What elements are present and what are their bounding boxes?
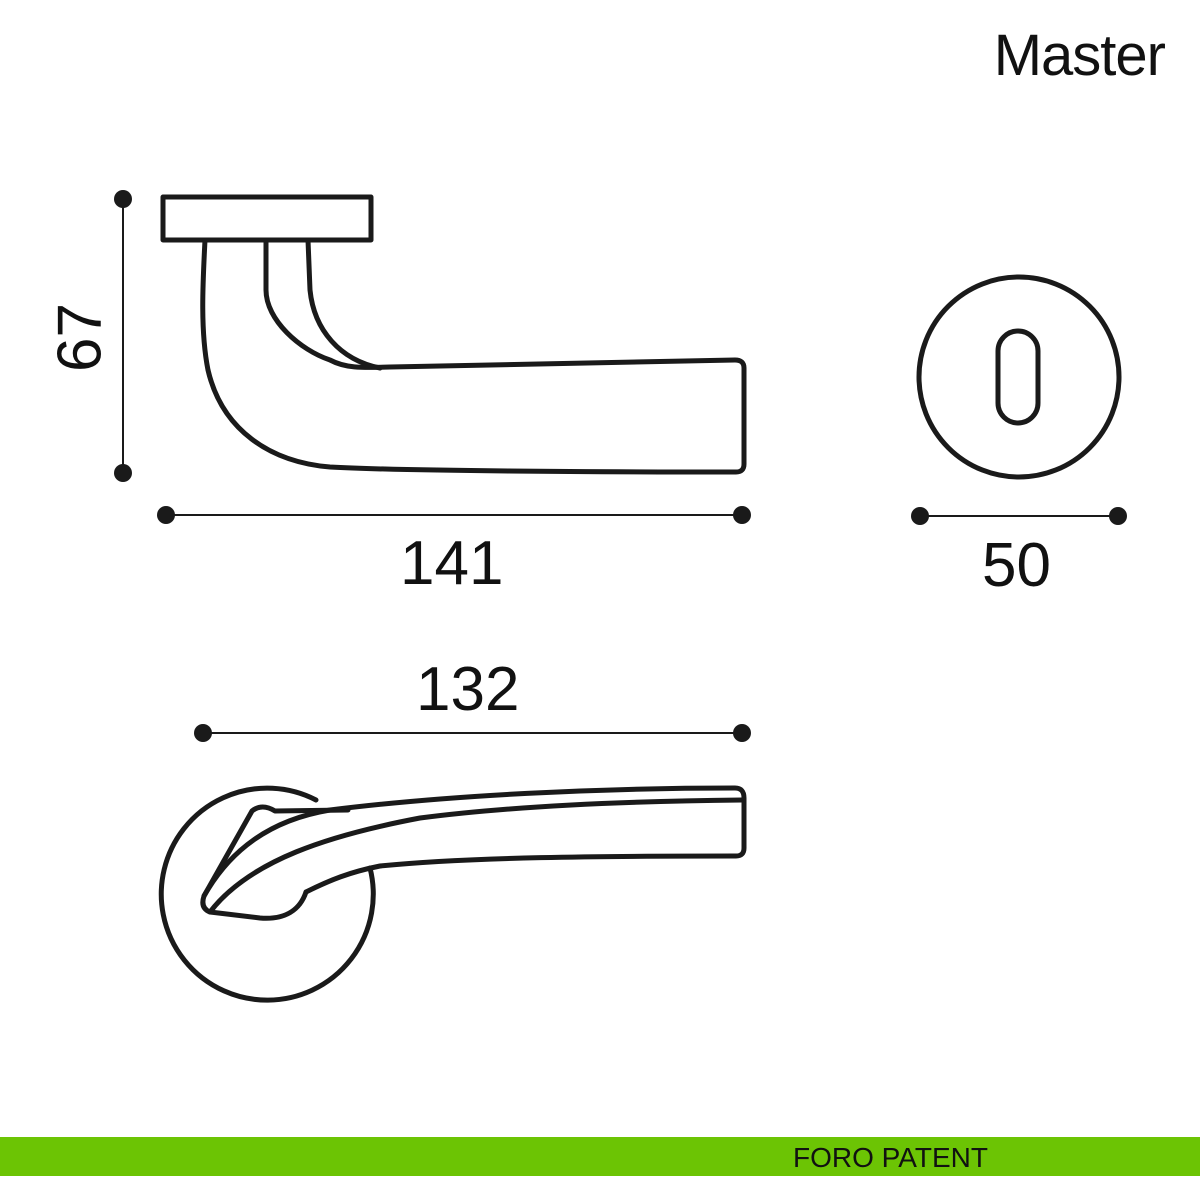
side-view-handle: [160, 194, 747, 475]
dimension-67-label: 67: [45, 303, 115, 372]
top-view-handle: [158, 785, 747, 1003]
footer-bar: [0, 1137, 1200, 1176]
product-title: Master: [993, 23, 1166, 88]
escutcheon-rose: [916, 274, 1122, 480]
footer-label: FORO PATENT: [793, 1142, 988, 1173]
dimension-132-label: 132: [416, 655, 520, 724]
dimension-141-label: 141: [400, 529, 504, 598]
dimension-50-label: 50: [982, 531, 1051, 600]
